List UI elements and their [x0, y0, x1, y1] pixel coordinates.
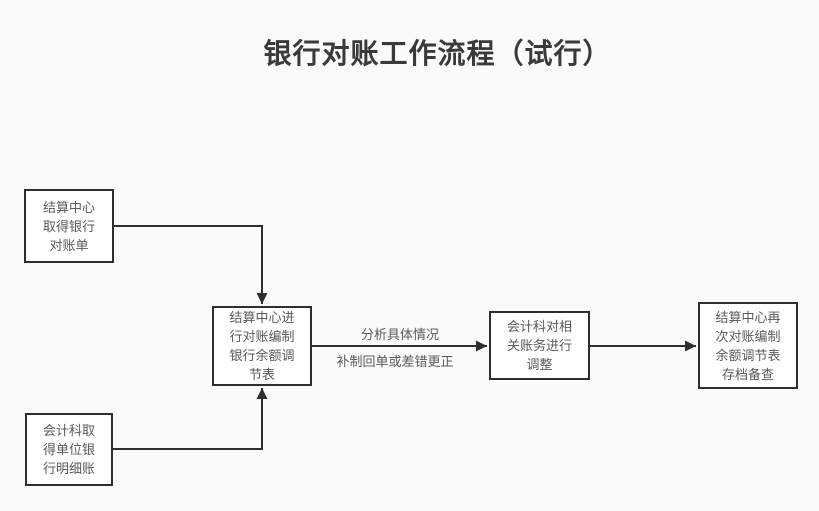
connector-ledger-to-reconcile	[113, 388, 268, 450]
page-title: 银行对账工作流程（试行）	[263, 38, 612, 69]
node-archive-for-reference: 结算中心再 次对账编制 余额调节表 存档备查	[698, 302, 798, 389]
node-get-unit-detail-ledger: 会计科取 得单位银 行明细账	[25, 413, 113, 486]
node-prepare-reconciliation: 结算中心进 行对账编制 银行余额调 节表	[212, 306, 312, 386]
edge-label-analyze: 分析具体情况	[360, 327, 439, 342]
connector-statement-to-reconcile	[113, 225, 268, 304]
node-adjust-related-accounts: 会计科对相 关账务进行 调整	[489, 311, 590, 380]
edge-label-correct: 补制回单或差错更正	[336, 354, 454, 369]
node-get-bank-statement: 结算中心 取得银行 对账单	[24, 189, 114, 263]
